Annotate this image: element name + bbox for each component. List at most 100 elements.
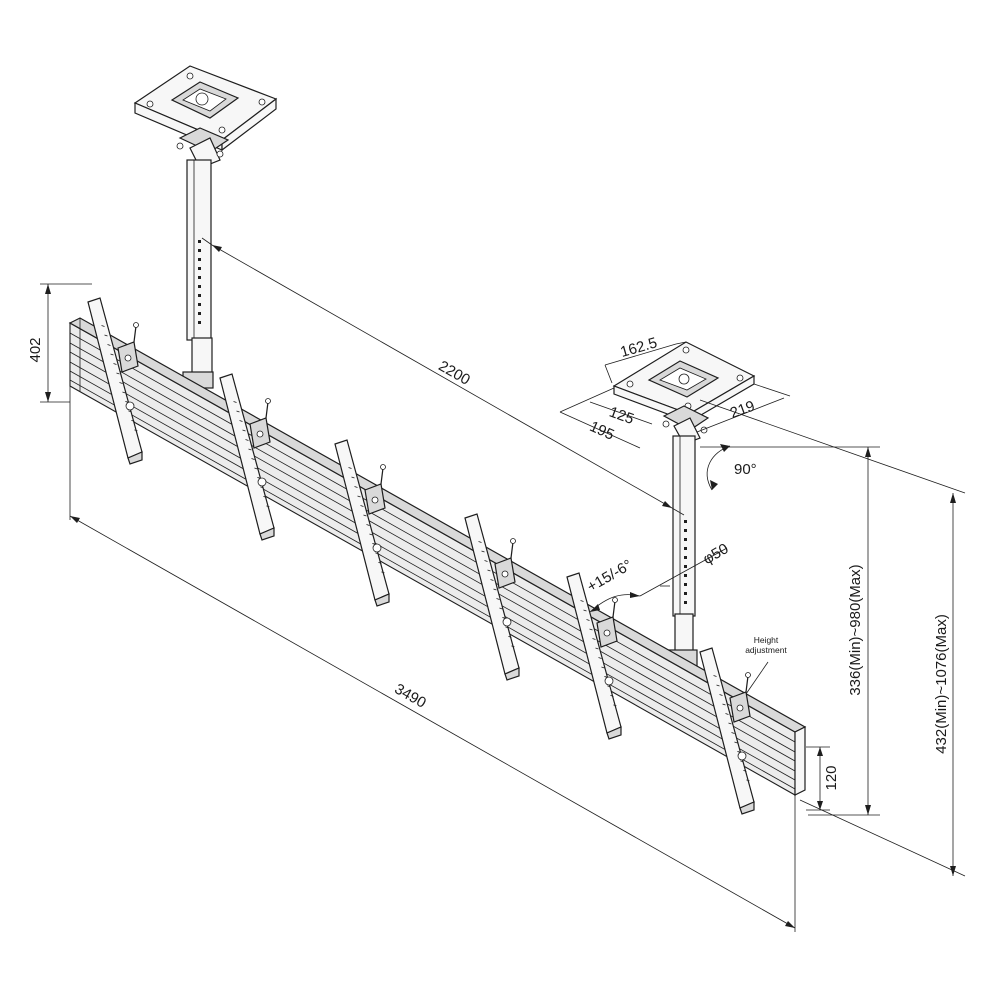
bracket-slot xyxy=(134,429,138,432)
tilt-bracket xyxy=(87,297,143,465)
bracket-slot xyxy=(496,598,500,600)
tilt-bracket xyxy=(219,373,275,541)
pole-hole xyxy=(684,556,687,559)
label-tilt: +15/-6° xyxy=(584,557,635,596)
label-162-5: 162.5 xyxy=(618,334,659,361)
bracket-slot xyxy=(598,657,602,659)
bracket-slot xyxy=(110,353,114,356)
bracket-slot xyxy=(595,647,599,650)
bracket-plate-edge xyxy=(374,593,390,607)
bracket-slot xyxy=(266,505,270,508)
label-phi-50: φ50 xyxy=(700,540,731,568)
bracket-lower-knob xyxy=(604,676,614,686)
bracket-screw-head xyxy=(745,672,751,678)
bracket-slot xyxy=(499,607,503,610)
pole-hole xyxy=(198,321,201,324)
left-pole xyxy=(182,159,214,389)
bracket-plate-edge xyxy=(606,726,622,740)
bracket-slot xyxy=(116,372,120,375)
horizontal-rail xyxy=(68,317,807,796)
bracket-screw-head xyxy=(510,538,516,544)
bracket-slot xyxy=(586,619,590,621)
bracket-knob xyxy=(736,704,744,712)
bracket-knob xyxy=(256,430,264,438)
bracket-slot xyxy=(734,741,738,744)
bracket-slot xyxy=(484,560,488,562)
bracket-slot xyxy=(487,569,491,572)
label-90-deg: 90° xyxy=(734,461,757,478)
bracket-slot xyxy=(263,496,267,498)
bracket-slot xyxy=(239,420,243,422)
bracket-lower-knob xyxy=(372,543,382,553)
bracket-slot xyxy=(378,562,382,564)
pole-hole xyxy=(198,276,201,279)
bracket-slot xyxy=(242,429,246,432)
dimension-lines xyxy=(40,237,966,932)
bracket-slot xyxy=(119,382,123,384)
left-pole-holes xyxy=(198,240,201,324)
bracket-slot xyxy=(493,588,497,591)
bracket-plate-edge xyxy=(127,451,143,465)
label-height-adjustment-2: adjustment xyxy=(745,645,787,655)
bracket-slot xyxy=(490,579,494,581)
bracket-slot xyxy=(580,600,584,602)
label-120: 120 xyxy=(823,765,840,790)
bracket-screw xyxy=(265,401,269,419)
bracket-knob xyxy=(371,496,379,504)
bracket-slot xyxy=(746,779,750,782)
bracket-slot xyxy=(131,420,135,422)
bracket-plate-edge xyxy=(259,527,275,541)
label-402: 402 xyxy=(27,337,44,362)
right-ceiling-plate xyxy=(612,341,756,445)
bracket-slot xyxy=(478,541,482,543)
bracket-slot xyxy=(233,401,237,403)
bracket-lower-knob xyxy=(257,477,267,487)
tilt-bracket xyxy=(464,513,520,681)
bracket-slot xyxy=(601,666,605,669)
bracket-lower-knob xyxy=(737,751,747,761)
bracket-slot xyxy=(481,550,485,553)
bracket-plate-edge xyxy=(739,801,755,815)
bracket-plate-edge xyxy=(504,667,520,681)
pole-hole xyxy=(684,601,687,604)
bracket-slot xyxy=(381,571,385,574)
label-3490: 3490 xyxy=(392,680,429,711)
label-drop-range-b: 432(Min)~1076(Max) xyxy=(933,614,950,754)
pole-hole xyxy=(198,267,201,270)
left-ceiling-plate xyxy=(133,65,278,169)
pole-hole xyxy=(684,565,687,568)
bracket-slot xyxy=(248,448,252,451)
bracket-slot xyxy=(743,770,747,772)
bracket-slot xyxy=(731,732,735,734)
bracket-slot xyxy=(508,636,512,638)
label-2200: 2200 xyxy=(436,357,473,388)
bracket-lower-knob xyxy=(125,401,135,411)
tilt-bracket xyxy=(334,439,390,607)
bracket-slot xyxy=(607,685,611,688)
pole-hole xyxy=(684,520,687,523)
bracket-slot xyxy=(251,458,255,460)
bracket-slot xyxy=(511,645,515,648)
bracket-slot xyxy=(357,495,361,498)
label-height-adjustment-1: Height xyxy=(754,635,779,645)
bracket-slot xyxy=(716,684,720,687)
bracket-slot xyxy=(740,760,744,763)
bracket-slot xyxy=(728,722,732,725)
bracket-slot xyxy=(369,533,373,536)
bracket-knob xyxy=(603,629,611,637)
bracket-slot xyxy=(375,552,379,555)
pole-hole xyxy=(198,312,201,315)
bracket-screw xyxy=(133,325,137,343)
tilt-brackets xyxy=(87,297,755,815)
bracket-lower-knob xyxy=(502,617,512,627)
tilt-bracket xyxy=(566,572,622,740)
pole-hole xyxy=(684,538,687,541)
bracket-slot xyxy=(104,334,108,337)
tilt-bracket xyxy=(699,647,755,815)
bracket-slot xyxy=(122,391,126,394)
bracket-slot xyxy=(245,439,249,441)
pole-hole xyxy=(198,303,201,306)
pole-hole xyxy=(684,547,687,550)
bracket-slot xyxy=(101,325,105,327)
